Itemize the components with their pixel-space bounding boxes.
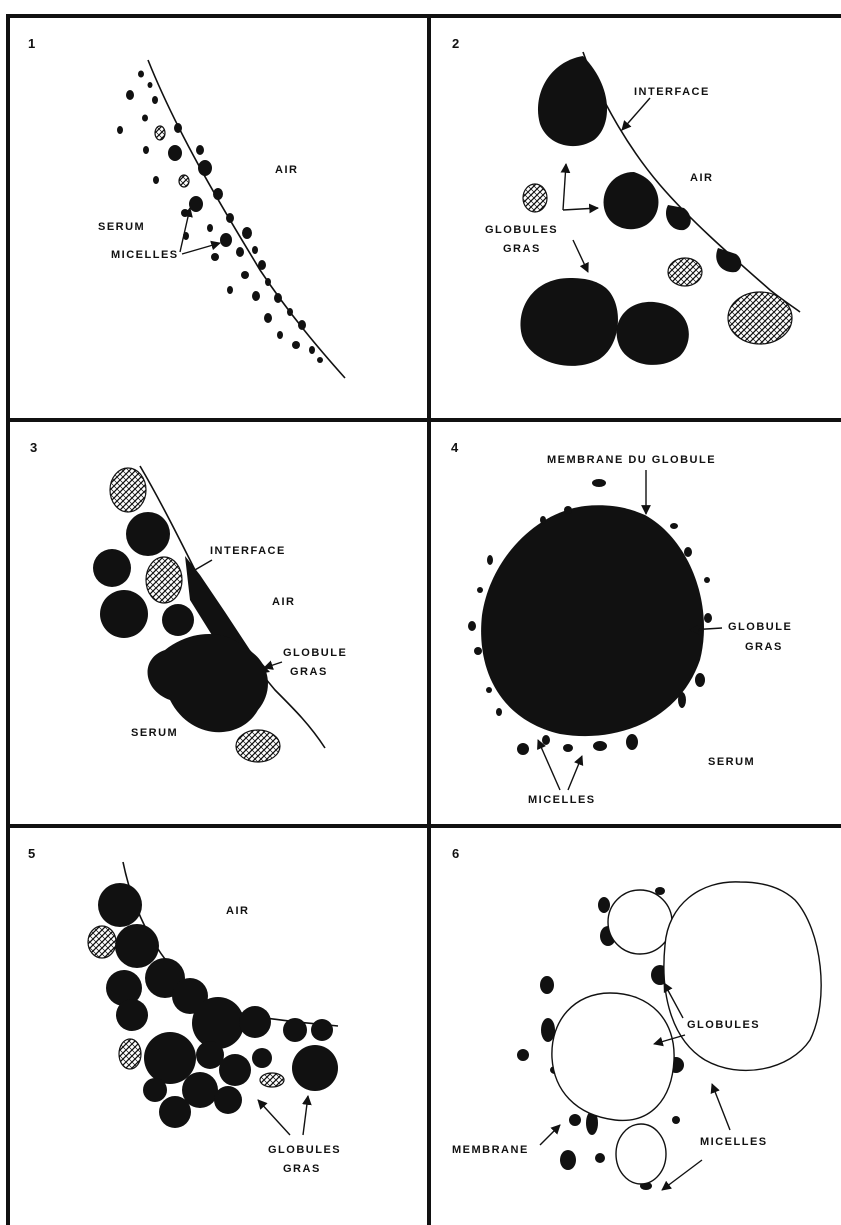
crystalline-fat-globule bbox=[260, 1073, 284, 1087]
label-micelles: MICELLES bbox=[700, 1136, 768, 1148]
label-air: AIR bbox=[690, 172, 713, 184]
panel-2: 2 INTERFACE AIR GLOBULES GRAS bbox=[452, 36, 800, 366]
arrow bbox=[264, 662, 282, 668]
arrow bbox=[622, 98, 650, 130]
panel-number-6: 6 bbox=[452, 846, 459, 861]
label-gras: GRAS bbox=[290, 666, 328, 678]
label-globule: GLOBULE bbox=[728, 621, 792, 633]
fat-globule bbox=[162, 604, 194, 636]
fat-globule bbox=[716, 248, 741, 272]
crystalline-fat-globule bbox=[119, 1039, 141, 1069]
fat-globule bbox=[617, 302, 689, 365]
arrow bbox=[303, 1096, 308, 1135]
fat-globule bbox=[520, 278, 618, 366]
crystalline-fat-globule bbox=[728, 292, 792, 344]
globule-small-top bbox=[608, 890, 672, 954]
label-micelles: MICELLES bbox=[528, 794, 596, 806]
label-gras: GRAS bbox=[283, 1163, 321, 1175]
fat-globule bbox=[604, 172, 659, 229]
label-membrane: MEMBRANE bbox=[452, 1144, 529, 1156]
label-interface: INTERFACE bbox=[210, 545, 286, 557]
label-air: AIR bbox=[272, 596, 295, 608]
panel-5: 5 AIR GLOBULES GRAS bbox=[28, 846, 341, 1175]
panel-number-3: 3 bbox=[30, 440, 37, 455]
crystalline-fat-globule bbox=[236, 730, 280, 762]
arrow bbox=[568, 756, 582, 790]
fat-globule-cluster bbox=[98, 883, 338, 1128]
label-globule: GLOBULE bbox=[283, 647, 347, 659]
arrow bbox=[712, 1084, 730, 1130]
label-globules: GLOBULES bbox=[687, 1019, 760, 1031]
micelle-dots bbox=[117, 71, 323, 364]
globule-large-right bbox=[664, 882, 821, 1071]
label-micelles: MICELLES bbox=[111, 249, 179, 261]
arrow bbox=[662, 1160, 702, 1190]
crystalline-fat-globule bbox=[110, 468, 146, 512]
panel-1: 1 AIR SERUM MICELLES bbox=[28, 36, 345, 378]
panel-number-2: 2 bbox=[452, 36, 459, 51]
panel-number-5: 5 bbox=[28, 846, 35, 861]
label-serum: SERUM bbox=[98, 221, 145, 233]
fat-globule bbox=[126, 512, 170, 556]
fat-globule bbox=[538, 56, 607, 146]
label-serum: SERUM bbox=[131, 727, 178, 739]
arrow bbox=[573, 240, 588, 272]
arrow bbox=[538, 740, 560, 790]
globule-small-bottom bbox=[616, 1124, 666, 1184]
label-globules: GLOBULES bbox=[485, 224, 558, 236]
label-air: AIR bbox=[226, 905, 249, 917]
fat-globule bbox=[93, 549, 131, 587]
arrow bbox=[182, 243, 220, 254]
arrow bbox=[563, 208, 598, 210]
panel-number-1: 1 bbox=[28, 36, 35, 51]
crystalline-fat-globule bbox=[523, 184, 547, 212]
label-interface: INTERFACE bbox=[634, 86, 710, 98]
air-serum-interface bbox=[148, 60, 345, 378]
fat-globule bbox=[148, 634, 268, 732]
micelle-hatched bbox=[155, 126, 165, 140]
fat-globule bbox=[100, 590, 148, 638]
globule-large-center bbox=[552, 993, 674, 1120]
crystalline-fat-globule bbox=[146, 557, 182, 603]
crystalline-fat-globule bbox=[88, 926, 116, 958]
label-gras: GRAS bbox=[503, 243, 541, 255]
arrow bbox=[540, 1125, 560, 1145]
label-air: AIR bbox=[275, 164, 298, 176]
arrow bbox=[563, 164, 566, 210]
label-serum: SERUM bbox=[708, 756, 755, 768]
arrow bbox=[258, 1100, 290, 1135]
panel-6: 6 GLOBULES MEMBRANE MICELLES bbox=[452, 846, 821, 1190]
fat-globule bbox=[666, 205, 691, 230]
panel-number-4: 4 bbox=[451, 440, 459, 455]
panel-3: 3 INTERFACE AIR GLOBULE GRAS SERUM bbox=[30, 440, 347, 762]
label-gras: GRAS bbox=[745, 641, 783, 653]
panel-4: 4 MEMBRANE DU GLOBULE GLOBULE GRAS SERUM… bbox=[451, 440, 792, 806]
label-globules: GLOBULES bbox=[268, 1144, 341, 1156]
micelle-hatched bbox=[179, 175, 189, 187]
crystalline-fat-globule bbox=[668, 258, 702, 286]
label-membrane: MEMBRANE DU GLOBULE bbox=[547, 454, 716, 466]
large-fat-globule bbox=[481, 505, 704, 736]
